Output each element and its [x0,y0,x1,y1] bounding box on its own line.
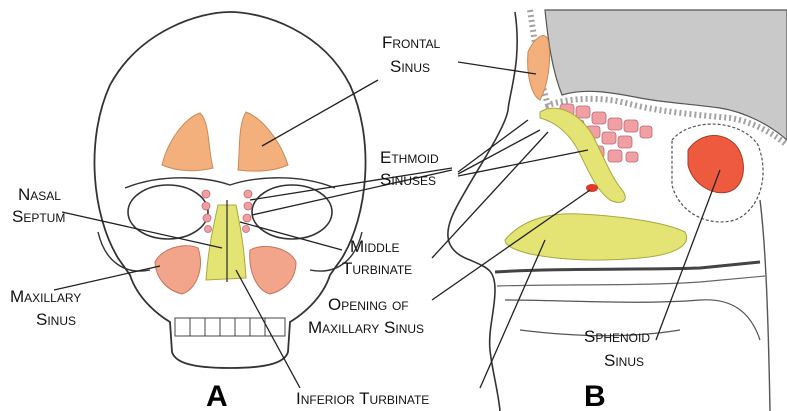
label-sphenoid-line1: Sphenoid [584,327,650,346]
label-inferior-turbinate: Inferior Turbinate [296,389,429,408]
panel-letter-b: B [584,380,606,411]
pharynx-wall [760,200,770,411]
inferior-turbinate-sagittal [505,214,687,260]
label-middle-line1: Middle [350,237,400,256]
left-orbit [128,185,208,239]
facial-profile [448,12,517,411]
label-opening-line1: Opening of [328,295,409,314]
panel-letter-a: A [206,380,228,411]
label-middle-line2: Turbinate [342,259,412,278]
label-septum-line1: Nasal [18,185,61,204]
label-sphenoid-line2: Sinus [604,351,644,370]
label-frontal-line1: Frontal [382,33,440,52]
label-ethmoid-line2: Sinuses [380,170,436,189]
label-ethmoid-line1: Ethmoid [380,148,439,167]
label-frontal-line2: Sinus [390,57,430,76]
label-septum-line2: Septum [12,207,65,226]
palate-lower [497,276,765,286]
label-maxillary-line2: Sinus [36,310,76,329]
sphenoid-sinus [688,135,743,192]
skull-front-view [94,12,365,368]
skull-outline [94,12,365,368]
teeth [175,318,285,336]
label-opening-line2: Maxillary Sinus [308,318,424,337]
label-maxillary-line1: Maxillary [10,287,81,306]
